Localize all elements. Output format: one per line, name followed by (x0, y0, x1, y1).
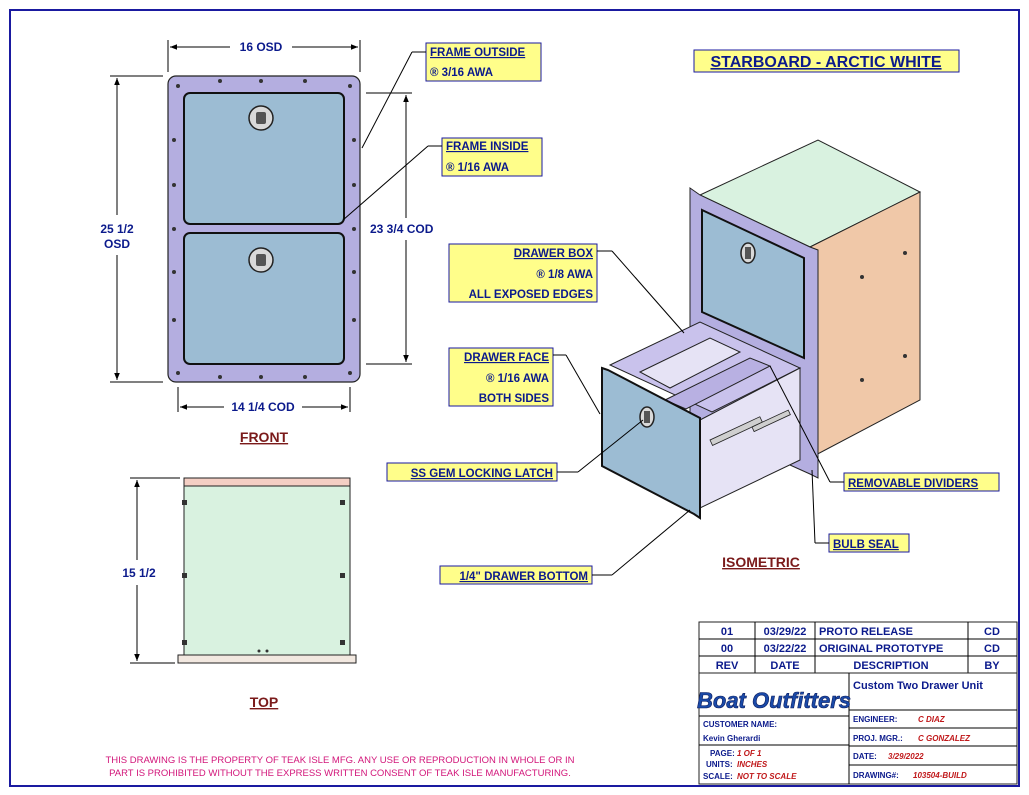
top-frame-strip (183, 477, 351, 487)
sheet-border (9, 9, 1020, 787)
callout-drawer-box: DRAWER BOX ® 1/8 AWA ALL EXPOSED EDGES (448, 243, 685, 334)
date-label: DATE: (853, 752, 877, 761)
engineer-label: ENGINEER: (853, 715, 897, 724)
units-value: INCHES (737, 760, 768, 769)
svg-text:SS GEM LOCKING LATCH: SS GEM LOCKING LATCH (411, 468, 553, 480)
svg-text:DRAWER BOX: DRAWER BOX (514, 248, 594, 260)
svg-text:1/4" DRAWER BOTTOM: 1/4" DRAWER BOTTOM (459, 571, 588, 583)
customer-name: Kevin Gherardi (703, 734, 760, 743)
isometric-view-label: ISOMETRIC (722, 554, 800, 570)
svg-text:FRAME OUTSIDE: FRAME OUTSIDE (430, 47, 526, 59)
rev-row-1-desc: ORIGINAL PROTOTYPE (819, 643, 943, 655)
callout-drawer-bottom: 1/4" DRAWER BOTTOM (439, 509, 691, 585)
rev-row-0-by: CD (984, 626, 1000, 638)
front-upper-door (183, 92, 345, 225)
top-base (177, 654, 357, 664)
top-view: 15 1/2 TOP (122, 477, 357, 710)
svg-text:BOTH SIDES: BOTH SIDES (479, 393, 550, 405)
rev-header-rev: REV (716, 660, 739, 672)
property-notice-line2: PART IS PROHIBITED WITHOUT THE EXPRESS W… (109, 768, 571, 779)
iso-upper-door (701, 208, 805, 360)
company-logo: Boat Outfitters (697, 688, 851, 713)
date-value: 3/29/2022 (888, 752, 924, 761)
rev-header-date: DATE (770, 660, 799, 672)
engineer-value: C DIAZ (918, 715, 946, 724)
property-notice-line1: THIS DRAWING IS THE PROPERTY OF TEAK ISL… (105, 755, 574, 766)
project-name: Custom Two Drawer Unit (853, 680, 983, 692)
callout-latch: SS GEM LOCKING LATCH (386, 419, 644, 482)
dim-height-cod: 23 3/4 COD (370, 222, 434, 236)
scale-value: NOT TO SCALE (737, 772, 797, 781)
rev-row-0-date: 03/29/22 (764, 626, 807, 638)
latch-icon (248, 247, 274, 273)
svg-text:® 3/16 AWA: ® 3/16 AWA (430, 67, 493, 79)
drawing-value: 103504-BUILD (913, 771, 967, 780)
dim-width-osd: 16 OSD (240, 40, 283, 54)
svg-text:® 1/8 AWA: ® 1/8 AWA (536, 269, 593, 281)
svg-text:FRAME INSIDE: FRAME INSIDE (446, 141, 529, 153)
svg-text:DRAWER FACE: DRAWER FACE (464, 352, 549, 364)
dim-width-cod: 14 1/4 COD (231, 400, 295, 414)
sheet-title: STARBOARD - ARCTIC WHITE (693, 49, 960, 73)
front-view-label: FRONT (240, 429, 289, 445)
latch-icon (639, 406, 655, 428)
front-view: 16 OSD 25 1/2 OSD 23 3/4 COD 14 1/4 COD … (100, 40, 434, 445)
pm-value: C GONZALEZ (918, 734, 971, 743)
isometric-view: ISOMETRIC (601, 139, 922, 570)
dim-top-depth: 15 1/2 (122, 566, 156, 580)
top-view-label: TOP (250, 694, 279, 710)
rev-row-1-by: CD (984, 643, 1000, 655)
callout-frame-inside: FRAME INSIDE ® 1/16 AWA (342, 137, 543, 221)
revision-table: 01 03/29/22 PROTO RELEASE CD 00 03/22/22… (698, 621, 1018, 674)
title-block: Boat Outfitters Custom Two Drawer Unit C… (697, 672, 1018, 785)
front-lower-door (183, 232, 345, 365)
svg-text:® 1/16 AWA: ® 1/16 AWA (446, 162, 509, 174)
customer-label: CUSTOMER NAME: (703, 720, 777, 729)
page-value: 1 OF 1 (737, 749, 762, 758)
rev-row-0-desc: PROTO RELEASE (819, 626, 913, 638)
callout-drawer-face: DRAWER FACE ® 1/16 AWA BOTH SIDES (448, 347, 601, 415)
callout-removable-dividers: REMOVABLE DIVIDERS (769, 365, 1000, 492)
pm-label: PROJ. MGR.: (853, 734, 903, 743)
rev-row-0-rev: 01 (721, 626, 733, 638)
rev-row-1-date: 03/22/22 (764, 643, 807, 655)
scale-label: SCALE: (703, 772, 733, 781)
callout-bulb-seal: BULB SEAL (811, 469, 910, 553)
callout-frame-outside: FRAME OUTSIDE ® 3/16 AWA (361, 42, 542, 149)
svg-text:BULB SEAL: BULB SEAL (833, 539, 899, 551)
rev-header-desc: DESCRIPTION (853, 660, 928, 672)
page-label: PAGE: (710, 749, 735, 758)
svg-text:REMOVABLE DIVIDERS: REMOVABLE DIVIDERS (848, 478, 978, 490)
latch-icon (248, 105, 274, 131)
units-label: UNITS: (706, 760, 733, 769)
iso-drawer-face (601, 366, 701, 520)
svg-text:ALL EXPOSED EDGES: ALL EXPOSED EDGES (469, 289, 594, 301)
top-cabinet (183, 485, 351, 656)
frame-screws (172, 79, 356, 379)
rev-row-1-rev: 00 (721, 643, 733, 655)
dim-height-osd-unit: OSD (104, 237, 130, 251)
rev-header-by: BY (984, 660, 1000, 672)
dim-height-osd: 25 1/2 (100, 222, 134, 236)
latch-icon (740, 242, 756, 264)
drawing-label: DRAWING#: (853, 771, 899, 780)
svg-text:STARBOARD - ARCTIC WHITE: STARBOARD - ARCTIC WHITE (710, 54, 941, 71)
svg-text:® 1/16 AWA: ® 1/16 AWA (486, 373, 549, 385)
